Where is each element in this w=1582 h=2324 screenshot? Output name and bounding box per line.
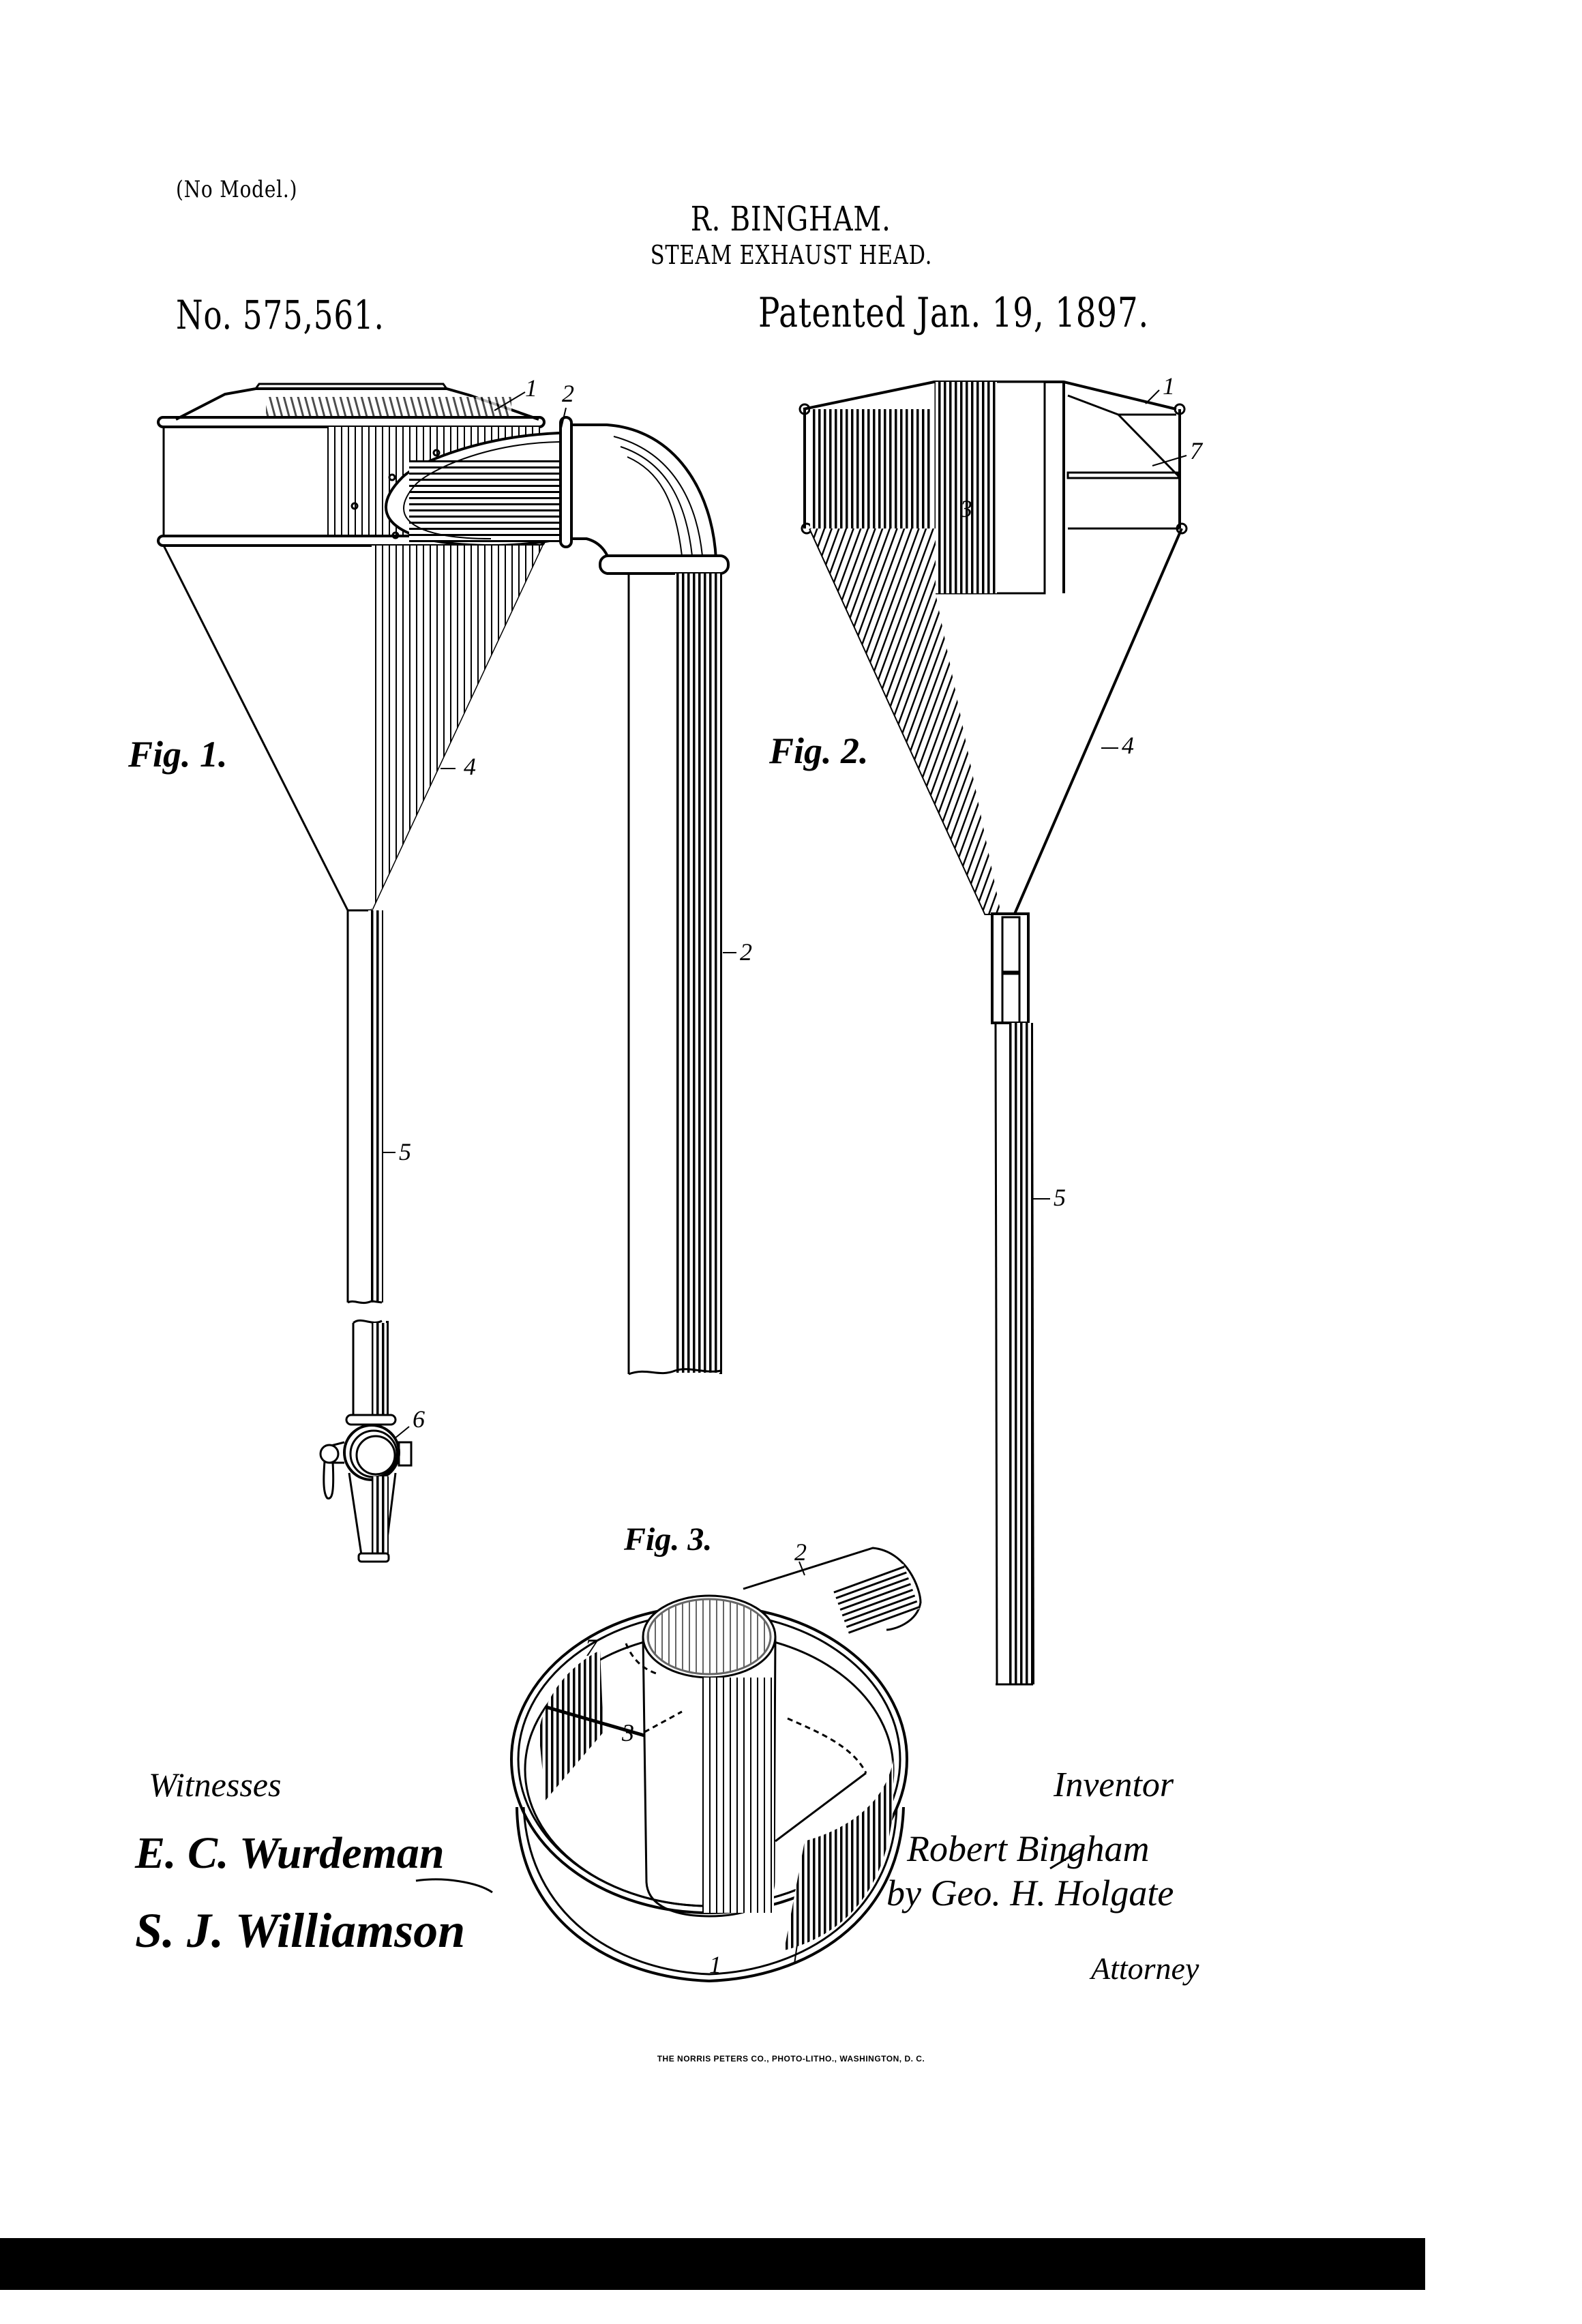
fig2-ref-1: 1	[1163, 372, 1175, 400]
inventor-label: Inventor	[1054, 1766, 1174, 1804]
fig2-ref-4: 4	[1122, 732, 1134, 759]
fig3-ref-3: 3	[622, 1719, 634, 1746]
fig1-ref-1: 1	[525, 374, 537, 402]
figure-3-drawing	[510, 1547, 922, 1983]
fig1-ref-2: 2	[562, 380, 574, 407]
figure-2-label: Fig. 2.	[769, 730, 869, 771]
fig2-ref-3: 3	[960, 495, 972, 522]
inventor-heading: R. BINGHAM.	[0, 199, 1582, 239]
witnesses-heading: Witnesses	[149, 1766, 282, 1804]
fig2-ref-7: 7	[1190, 437, 1202, 464]
printer-credit: THE NORRIS PETERS CO., PHOTO-LITHO., WAS…	[657, 2054, 925, 2064]
fig1-ref-pipe-2: 2	[740, 938, 752, 966]
fig3-ref-7: 7	[585, 1634, 597, 1661]
model-note: (No Model.)	[176, 176, 298, 203]
witness-signature-2: S. J. Williamson	[135, 1903, 466, 1958]
fig1-ref-6: 6	[413, 1405, 425, 1433]
attorney-by-line: by Geo. H. Holgate	[886, 1873, 1174, 1913]
inventor-heading-text: R. BINGHAM.	[691, 199, 891, 239]
fig3-ref-1: 1	[709, 1951, 721, 1978]
fig2-ref-5: 5	[1054, 1184, 1066, 1211]
signature-flourishes	[415, 1847, 1085, 1894]
patent-number: No. 575,561.	[176, 292, 385, 338]
attorney-label: Attorney	[1091, 1951, 1199, 1986]
scan-border-bar	[0, 2238, 1425, 2290]
figure-1-label: Fig. 1.	[128, 734, 228, 775]
figure-3-label: Fig. 3.	[624, 1521, 713, 1558]
figure-1-drawing	[157, 383, 736, 1563]
fig3-ref-2: 2	[794, 1538, 807, 1566]
patent-title-text: STEAM EXHAUST HEAD.	[650, 240, 932, 270]
witness-signature-1: E. C. Wurdeman	[135, 1828, 445, 1878]
inventor-signature: Robert Bingham	[907, 1828, 1150, 1869]
fig1-ref-5: 5	[399, 1138, 411, 1165]
figure-2-drawing	[799, 381, 1188, 1686]
patent-title: STEAM EXHAUST HEAD.	[0, 240, 1582, 270]
fig1-ref-4: 4	[464, 753, 476, 780]
patent-date: Patented Jan. 19, 1897.	[758, 289, 1150, 337]
